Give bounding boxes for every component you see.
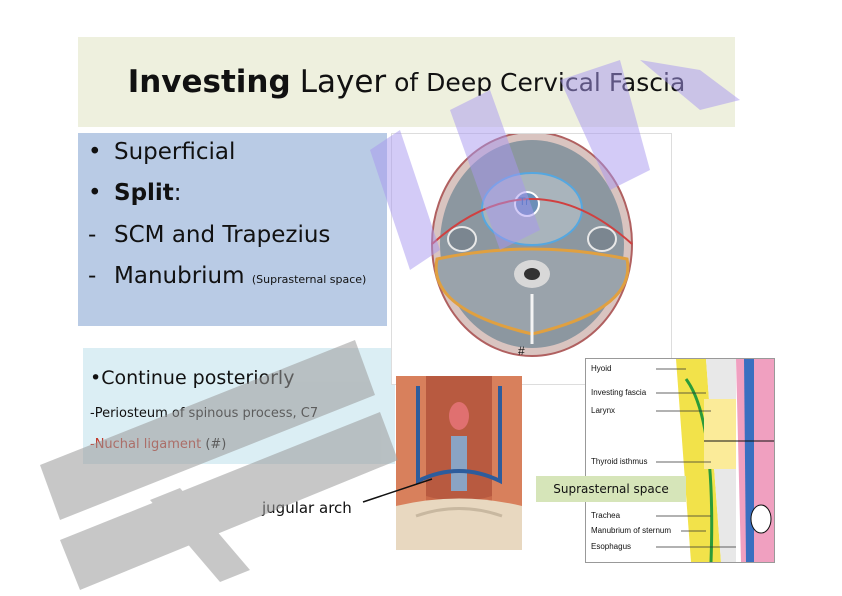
jugular-arch-caption: jugular arch bbox=[262, 499, 352, 517]
title-small: of Deep Cervical Fascia bbox=[394, 67, 686, 97]
bullet-text: Manubrium bbox=[114, 263, 245, 289]
bullet-suffix: : bbox=[173, 180, 182, 206]
sagittal-section-image: Hyoid Investing fascia Larynx Thyroid is… bbox=[585, 358, 775, 563]
posterior-line-2: -Periosteum of spinous process, C7 bbox=[90, 406, 319, 421]
slide-title: Investing Layer of Deep Cervical Fascia bbox=[78, 37, 735, 127]
title-mid: Layer bbox=[299, 64, 387, 100]
bullet-small-note: (Suprasternal space) bbox=[251, 273, 367, 286]
bullet-marker: - bbox=[88, 263, 97, 289]
sagittal-label: Thyroid isthmus bbox=[591, 457, 648, 466]
hash-label: # bbox=[518, 344, 525, 358]
bullet-marker: - bbox=[88, 222, 97, 248]
bullet-marker: • bbox=[88, 180, 102, 206]
bullet-item: -SCM and Trapezius bbox=[88, 222, 330, 248]
nuchal-hash-text: (#) bbox=[201, 437, 227, 452]
bullet-item: -Manubrium (Suprasternal space) bbox=[88, 263, 366, 289]
jugular-arch-image bbox=[396, 376, 522, 550]
ct-cross-section-image bbox=[391, 131, 672, 385]
sagittal-label: Manubrium of sternum bbox=[591, 526, 672, 535]
sagittal-label: Trachea bbox=[591, 511, 621, 520]
bullet-text: Split bbox=[114, 180, 174, 206]
bullet-item: • Superficial bbox=[88, 139, 235, 165]
bullet-item: • Split: bbox=[88, 180, 182, 206]
bullet-marker: • bbox=[88, 139, 102, 165]
pointer-line bbox=[362, 478, 433, 503]
trachea-label: Tr bbox=[519, 196, 529, 208]
posterior-line-1: •Continue posteriorly bbox=[90, 367, 295, 389]
sagittal-label: Hyoid bbox=[591, 364, 612, 373]
bullet-text: Superficial bbox=[114, 139, 236, 165]
bullet-text: SCM and Trapezius bbox=[114, 222, 331, 248]
bullet-box-superficial: •Superficial •Split: -SCM and Trapezius … bbox=[78, 133, 387, 326]
sagittal-label: Larynx bbox=[591, 406, 616, 415]
posterior-box: •Continue posteriorly -Periosteum of spi… bbox=[83, 348, 395, 464]
title-bold: Investing bbox=[127, 64, 291, 100]
posterior-line-3: -Nuchal ligament (#) bbox=[90, 437, 226, 452]
suprasternal-space-label: Suprasternal space bbox=[536, 476, 686, 502]
nuchal-ligament-text: -Nuchal ligament bbox=[90, 437, 202, 452]
sagittal-label: Investing fascia bbox=[591, 388, 647, 397]
sagittal-label: Esophagus bbox=[591, 542, 632, 551]
